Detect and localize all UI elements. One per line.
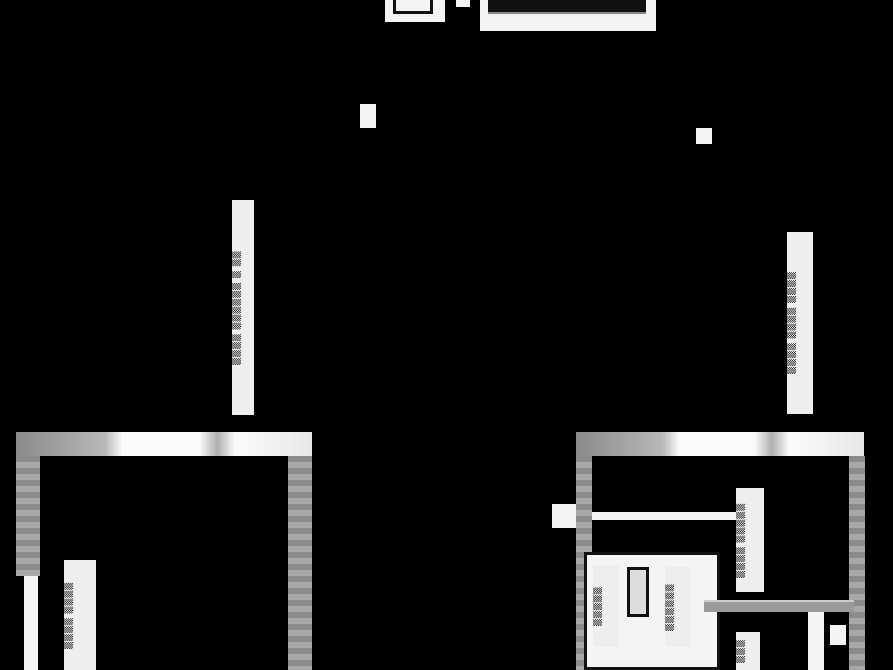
component-b: ▒▒▒▒▒▒	[665, 567, 691, 647]
right-frame-top	[576, 432, 864, 456]
left-vertical-label: ▒▒▒▒ ▒▒▒▒▒▒ ▒ ▒▒	[232, 200, 254, 415]
left-frame-inner-label: ▒▒▒▒ ▒▒▒▒	[64, 560, 96, 670]
top-right-box-inner	[488, 0, 646, 14]
component-cluster: ▒▒▒▒▒ ▒▒▒▒▒▒	[584, 552, 720, 670]
left-frame-top	[16, 432, 312, 456]
right-bus-drop	[808, 612, 824, 670]
right-bottom-label: ▒▒▒	[736, 632, 760, 670]
top-left-box	[385, 0, 445, 22]
right-frame-right-side	[849, 456, 865, 670]
marker-left	[360, 104, 376, 128]
left-frame-left-side	[16, 456, 40, 576]
component-chip	[627, 567, 649, 617]
right-vertical-label: ▒▒▒▒ ▒▒▒▒ ▒▒▒▒	[787, 232, 813, 414]
top-small-marker	[456, 0, 470, 7]
left-frame-right-side	[288, 456, 312, 670]
right-frame-side-tab	[552, 504, 576, 528]
left-frame-left-wire	[24, 576, 38, 670]
right-bus-tab	[830, 625, 846, 645]
component-a: ▒▒▒▒▒	[593, 565, 619, 647]
top-left-box-inner	[393, 0, 433, 14]
top-right-box	[480, 0, 656, 31]
marker-right	[696, 128, 712, 144]
right-horizontal-wire	[592, 512, 736, 520]
right-bus	[704, 600, 854, 612]
right-block-label: ▒▒▒▒ ▒▒▒▒▒	[736, 488, 764, 592]
